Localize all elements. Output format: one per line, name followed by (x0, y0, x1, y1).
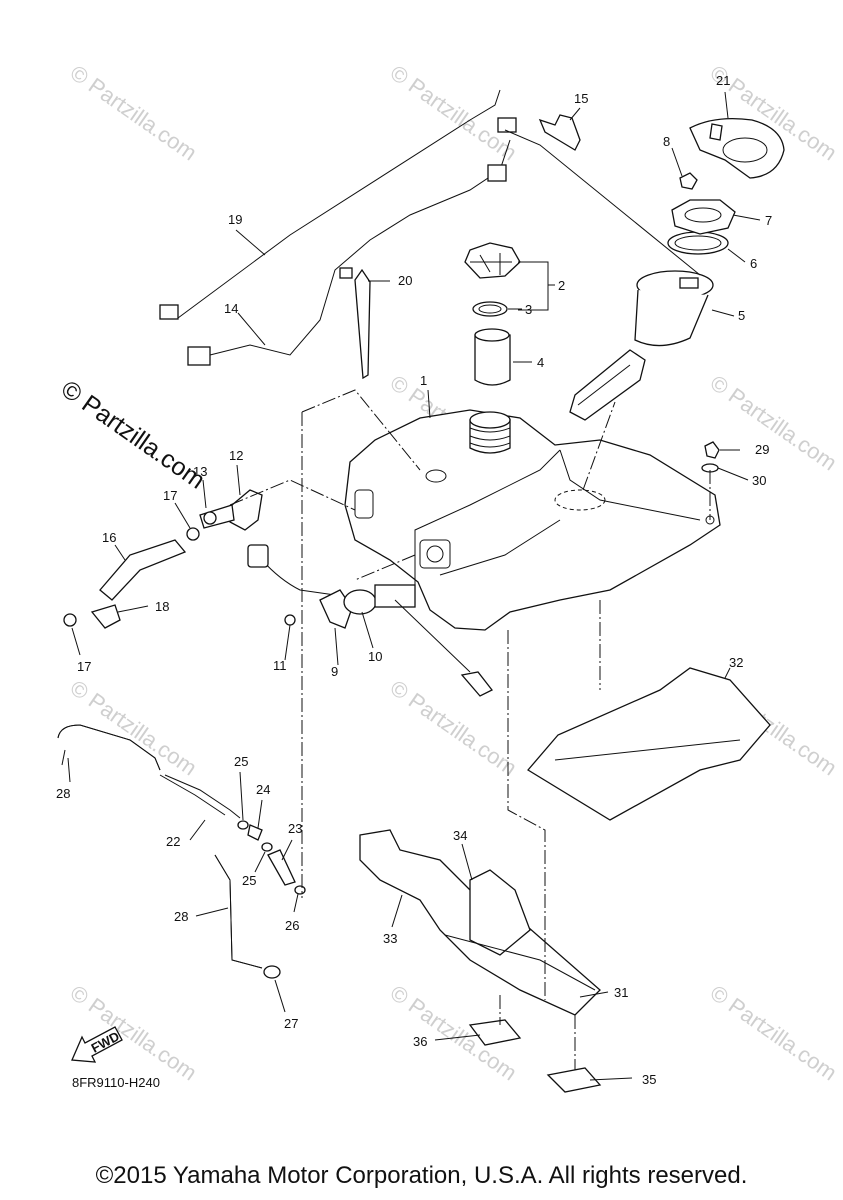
callout-21: 21 (716, 73, 730, 88)
hose-holder (90, 604, 121, 629)
filler-sleeve (474, 328, 511, 386)
callout-6: 6 (750, 256, 757, 271)
callout-18: 18 (155, 599, 169, 614)
hose-clamp (186, 527, 200, 541)
callout-labels: 1 2 3 4 5 6 7 8 9 10 11 12 13 14 15 16 1… (56, 73, 772, 1087)
pump-plate (671, 199, 736, 235)
fuel-cap (464, 242, 521, 279)
parts-diagram: FWD (56, 73, 785, 1093)
callout-34: 34 (453, 828, 467, 843)
callout-16: 16 (102, 530, 116, 545)
callout-26: 26 (285, 918, 299, 933)
callout-11: 11 (273, 658, 287, 673)
pump-o-ring (667, 231, 729, 255)
callout-23: 23 (288, 821, 302, 836)
callout-33: 33 (383, 931, 397, 946)
callout-27: 27 (284, 1016, 298, 1031)
callout-28b: 28 (174, 909, 188, 924)
callout-9: 9 (331, 664, 338, 679)
callout-10: 10 (368, 649, 382, 664)
retainer-ring (689, 118, 785, 179)
hose-clamp (63, 613, 77, 627)
callout-20: 20 (398, 273, 412, 288)
copyright-notice: ©2015 Yamaha Motor Corporation, U.S.A. A… (95, 1162, 748, 1189)
diagram-code: 8FR9110-H240 (72, 1075, 160, 1090)
callout-28: 28 (56, 786, 70, 801)
callout-22: 22 (166, 834, 180, 849)
filler-neck (469, 411, 511, 454)
callout-2: 2 (558, 278, 565, 293)
fuel-hose (99, 539, 187, 601)
callout-13: 13 (193, 464, 207, 479)
callout-30: 30 (752, 473, 766, 488)
callout-24: 24 (256, 782, 270, 797)
cap-gasket (472, 301, 508, 317)
callout-31: 31 (614, 985, 628, 1000)
callout-17b: 17 (77, 659, 91, 674)
fwd-label: FWD (89, 1028, 122, 1055)
callout-12: 12 (229, 448, 243, 463)
callout-8: 8 (663, 134, 670, 149)
fuel-pump (569, 270, 714, 421)
callout-7: 7 (765, 213, 772, 228)
wire-clip (538, 114, 581, 151)
cable-band (354, 268, 371, 380)
fwd-arrow-icon: FWD (71, 1026, 123, 1063)
callout-25b: 25 (242, 873, 256, 888)
breather-system (57, 724, 306, 979)
callout-32: 32 (729, 655, 743, 670)
callout-19: 19 (228, 212, 242, 227)
callout-4: 4 (537, 355, 544, 370)
callout-5: 5 (738, 308, 745, 323)
pump-nut (679, 172, 698, 190)
callout-14: 14 (224, 301, 238, 316)
callout-29: 29 (755, 442, 769, 457)
callout-17: 17 (163, 488, 177, 503)
callout-15: 15 (574, 91, 588, 106)
callout-35: 35 (642, 1072, 656, 1087)
callout-3: 3 (525, 302, 532, 317)
damper (468, 1019, 522, 1046)
damper (546, 1067, 602, 1093)
tank-nut (704, 441, 720, 459)
fuel-cock (199, 489, 263, 531)
heat-protector (527, 667, 771, 821)
tank-protector (359, 829, 601, 1016)
fuel-tank (344, 409, 721, 631)
callout-1: 1 (420, 373, 427, 388)
callout-25: 25 (234, 754, 248, 769)
fuel-sender (247, 544, 493, 697)
wire-harness (159, 89, 701, 366)
callout-36: 36 (413, 1034, 427, 1049)
leader-lines (67, 91, 761, 1081)
